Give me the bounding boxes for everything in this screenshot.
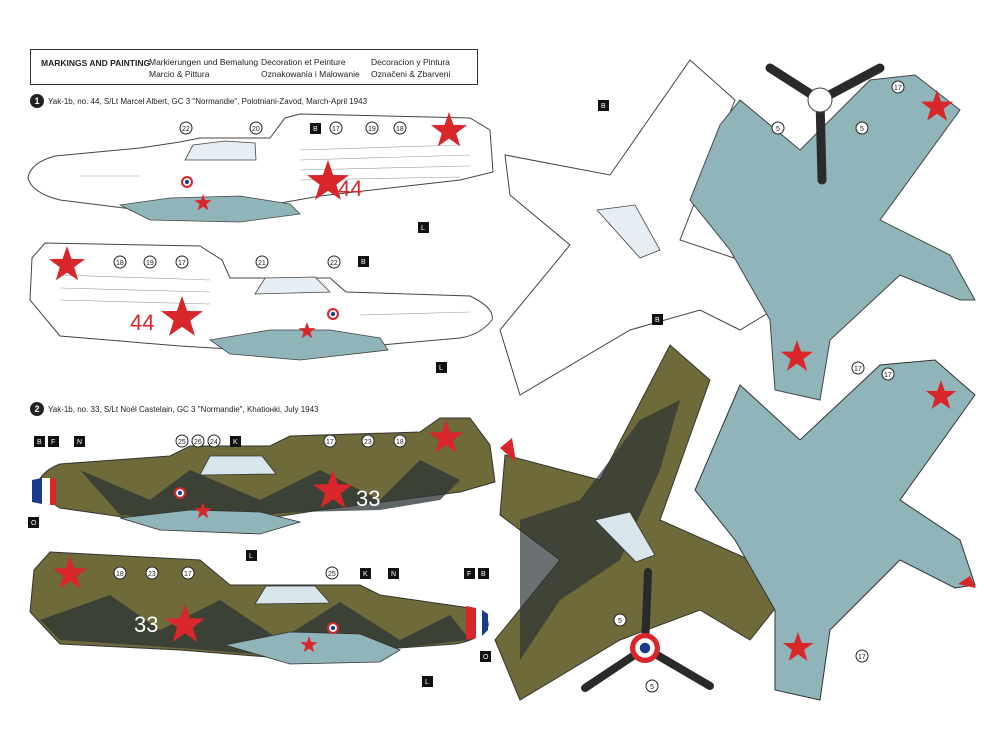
svg-text:17: 17 — [326, 439, 334, 446]
svg-text:K: K — [233, 439, 238, 446]
svg-text:23: 23 — [364, 439, 372, 446]
svg-text:17: 17 — [854, 366, 862, 373]
svg-text:5: 5 — [776, 126, 780, 133]
svg-text:L: L — [421, 225, 425, 232]
svg-text:19: 19 — [146, 260, 154, 267]
svg-text:B: B — [313, 126, 318, 133]
svg-text:N: N — [391, 571, 396, 578]
svg-text:F: F — [51, 439, 55, 446]
svg-text:21: 21 — [258, 260, 266, 267]
svg-text:L: L — [425, 679, 429, 686]
svg-text:5: 5 — [650, 684, 654, 691]
svg-text:O: O — [483, 654, 489, 661]
scheme2-top-view — [494, 344, 791, 701]
scheme2-profile-left: 33 — [32, 417, 496, 535]
svg-text:B: B — [361, 259, 366, 266]
svg-text:5: 5 — [618, 618, 622, 625]
svg-text:22: 22 — [330, 260, 338, 267]
svg-text:18: 18 — [396, 126, 404, 133]
svg-text:17: 17 — [184, 571, 192, 578]
scheme1-caption: Yak-1b, no. 44, S/Lt Marcel Albert, GC 3… — [48, 97, 368, 106]
svg-text:17: 17 — [894, 85, 902, 92]
svg-text:B: B — [481, 571, 486, 578]
svg-text:22: 22 — [182, 126, 190, 133]
scheme2-left-number: 33 — [356, 486, 380, 511]
svg-text:20: 20 — [252, 126, 260, 133]
svg-text:17: 17 — [178, 260, 186, 267]
svg-text:N: N — [77, 439, 82, 446]
svg-text:L: L — [249, 553, 253, 560]
svg-text:24: 24 — [210, 439, 218, 446]
svg-text:17: 17 — [884, 372, 892, 379]
svg-text:18: 18 — [396, 439, 404, 446]
svg-text:18: 18 — [116, 571, 124, 578]
svg-text:L: L — [439, 365, 443, 372]
svg-text:K: K — [363, 571, 368, 578]
scheme2-badge: 2 — [30, 402, 44, 416]
scheme1-badge: 1 — [30, 94, 44, 108]
svg-text:B: B — [37, 439, 42, 446]
callout-markers: B L B L B B 22 20 17 19 18 18 19 17 21 2… — [28, 80, 905, 693]
svg-text:O: O — [31, 520, 37, 527]
svg-text:23: 23 — [148, 571, 156, 578]
svg-text:B: B — [601, 103, 606, 110]
svg-text:F: F — [467, 571, 471, 578]
svg-text:19: 19 — [368, 126, 376, 133]
header-box: MARKINGS AND PAINTING Markierungen und B… — [30, 49, 478, 85]
svg-text:17: 17 — [858, 654, 866, 661]
svg-text:18: 18 — [116, 260, 124, 267]
svg-text:5: 5 — [860, 126, 864, 133]
svg-text:26: 26 — [194, 439, 202, 446]
svg-text:B: B — [655, 317, 660, 324]
svg-text:25: 25 — [178, 439, 186, 446]
scheme1-left-number: 44 — [338, 176, 362, 201]
scheme1-profile-left: 44 — [27, 112, 494, 223]
scheme1-right-number: 44 — [130, 310, 154, 335]
svg-text:17: 17 — [332, 126, 340, 133]
scheme2-right-number: 33 — [134, 612, 158, 637]
scheme1-underside-view — [689, 63, 976, 401]
scheme2-caption: Yak-1b, no. 33, S/Lt Noël Castelain, GC … — [48, 405, 319, 414]
scheme2-profile-right: 33 — [29, 551, 489, 665]
scheme1-profile-right: 44 — [29, 242, 493, 361]
header-title: MARKINGS AND PAINTING — [41, 58, 151, 68]
svg-text:25: 25 — [328, 571, 336, 578]
scheme2-underside-view — [581, 359, 976, 701]
